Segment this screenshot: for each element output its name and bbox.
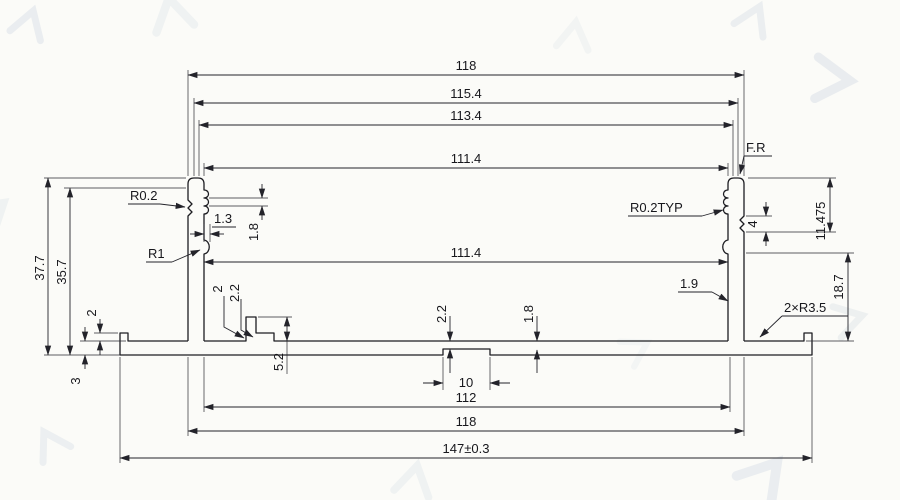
base-plate-outer <box>119 332 813 356</box>
watermark-mark <box>810 52 859 104</box>
leader-line <box>159 202 186 210</box>
dim-label: 113.4 <box>450 108 482 123</box>
callout-label: R0.2TYP <box>630 200 683 215</box>
dim-label: 10 <box>459 375 473 390</box>
callout-r0-2: R0.2 <box>128 188 186 210</box>
dim-label: 5.2 <box>271 353 286 371</box>
dim-label: 18.7 <box>831 274 846 299</box>
dim-top-section-11-475: 11.475 <box>748 177 836 241</box>
dim-label: 11.475 <box>813 202 828 241</box>
dim-label: 2.2 <box>227 284 242 302</box>
callout-r1: R1 <box>146 246 201 263</box>
watermark-mark <box>6 4 44 45</box>
callout-r0-2-typ: R0.2TYP <box>628 200 724 217</box>
dim-label: 118 <box>456 414 477 429</box>
dim-label: 1.8 <box>246 223 261 241</box>
dim-rib-2: 2 <box>210 285 245 339</box>
dim-label: 35.7 <box>54 259 69 284</box>
watermark-mark <box>152 0 199 37</box>
dim-label: 37.7 <box>32 255 47 280</box>
dim-notch-4: 4 <box>745 202 836 246</box>
dim-groove-width-10: 10 <box>423 357 510 390</box>
callout-label: 2×R3.5 <box>784 300 826 315</box>
dim-label: 147±0.3 <box>443 441 490 456</box>
dim-label: 2 <box>84 309 99 316</box>
dim-bottom-overall-147: 147±0.3 <box>119 357 813 463</box>
watermark-mark <box>616 338 653 370</box>
leader-line <box>171 249 201 263</box>
leader-line <box>738 155 746 175</box>
dim-top-overall-118: 118 <box>187 58 745 176</box>
left-wall <box>187 177 210 341</box>
watermark-mark <box>829 303 869 342</box>
dim-label: 112 <box>456 390 477 405</box>
dim-top-113-4: 113.4 <box>198 108 734 176</box>
leader-line <box>240 299 254 338</box>
dim-label: 111.4 <box>451 151 482 166</box>
dim-label: 2.2 <box>434 305 449 323</box>
watermark-mark <box>731 455 784 500</box>
dim-label: 115.4 <box>450 86 482 101</box>
leader-line <box>223 296 245 339</box>
dim-label: 118 <box>456 58 477 73</box>
callout-2x-r3-5: 2×R3.5 <box>759 300 848 338</box>
dim-rib-height-5-2: 5.2 <box>258 316 292 374</box>
dim-serration-pitch-1-8: 1.8 <box>209 184 268 241</box>
dim-label: 2 <box>210 285 225 292</box>
leader-line <box>759 315 783 338</box>
dim-label: 1.9 <box>680 276 698 291</box>
dim-height-37-7: 37.7 <box>32 177 186 356</box>
dim-label: 1.8 <box>521 305 536 323</box>
dim-label: 1.3 <box>214 211 232 226</box>
dim-label: 3 <box>68 377 83 384</box>
dim-wall-1-9: 1.9 <box>678 276 729 302</box>
dim-bottom-112: 112 <box>203 357 731 412</box>
dim-plate-thickness-3: 3 <box>68 327 89 385</box>
watermark-mark <box>0 197 10 235</box>
watermark-mark <box>730 0 767 41</box>
leader-line <box>711 291 729 302</box>
callout-label: F.R <box>746 140 766 155</box>
watermark-mark <box>39 426 75 467</box>
right-wall <box>722 177 745 341</box>
dim-rib-2-2: 2.2 <box>227 284 254 338</box>
dim-serration-1-3: 1.3 <box>190 211 236 242</box>
leader-line <box>701 209 724 217</box>
base-plate-inner-ribs <box>204 316 728 342</box>
dim-top-inner-111-4: 111.4 <box>203 151 729 176</box>
callout-label: R1 <box>148 246 165 261</box>
dim-lower-section-18-7: 18.7 <box>746 252 854 342</box>
dim-groove-thickness-2-2: 2.2 <box>434 305 454 373</box>
callout-label: R0.2 <box>130 188 157 203</box>
callout-full-radius: F.R <box>738 140 772 175</box>
dim-height-35-7: 35.7 <box>54 187 186 356</box>
dim-plate-1-8: 1.8 <box>521 305 541 373</box>
dim-label: 111.4 <box>451 245 482 260</box>
dim-lip-2: 2 <box>80 309 126 355</box>
watermark-mark <box>552 15 592 54</box>
dim-label: 4 <box>745 220 760 227</box>
profile-outline <box>119 177 813 356</box>
watermark-mark <box>390 458 433 500</box>
dim-top-115-4: 115.4 <box>193 86 739 176</box>
dim-bottom-118: 118 <box>187 357 745 436</box>
dim-mid-inner-111-4: 111.4 <box>203 245 729 266</box>
